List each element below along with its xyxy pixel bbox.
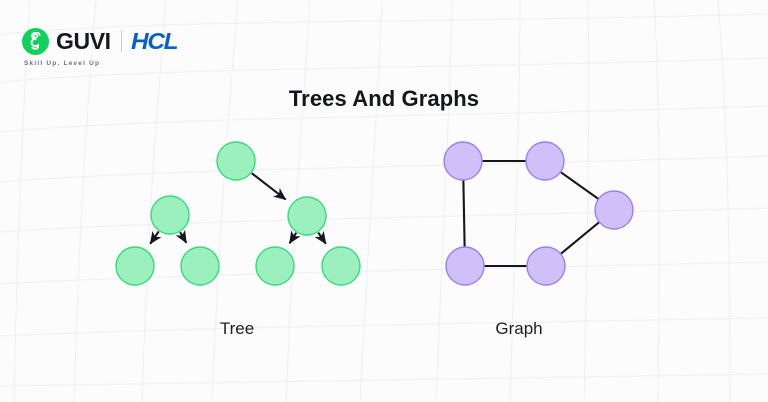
tree-edge [288, 230, 301, 244]
graph-node [526, 246, 566, 286]
tree-edge [149, 230, 162, 245]
tree-node [287, 196, 327, 236]
logo-divider [120, 30, 122, 52]
edges-layer [149, 159, 600, 268]
figure-caption-graph: Graph [495, 319, 543, 338]
page-title: Trees And Graphs [288, 86, 480, 111]
graph-node [525, 141, 565, 181]
graph-edge [559, 221, 600, 255]
tree-node [115, 246, 155, 286]
hcl-wordmark: HCL [130, 27, 179, 54]
tree-node [321, 246, 361, 286]
tree-node [150, 195, 190, 235]
logo-row: GUVI HCL [22, 26, 179, 56]
guvi-g-icon [22, 27, 49, 55]
guvi-wordmark: GUVI [56, 27, 111, 54]
tree-node [255, 246, 295, 286]
graph-edge [560, 171, 600, 201]
tree-node [180, 246, 220, 286]
graph-node [445, 246, 485, 286]
figure-caption-tree: Tree [219, 319, 255, 338]
graph-node [443, 141, 483, 181]
tree-edge [175, 229, 188, 244]
brand-tagline: Skill Up. Level Up [24, 60, 101, 67]
tree-node [216, 141, 256, 181]
tree-edge [314, 230, 327, 245]
nodes-layer [115, 141, 634, 286]
brand-logo-lockup: GUVI HCL Skill Up. Level Up [22, 26, 179, 67]
graph-node [594, 190, 634, 230]
graph-edge [462, 178, 466, 248]
tree-edge [251, 172, 287, 201]
